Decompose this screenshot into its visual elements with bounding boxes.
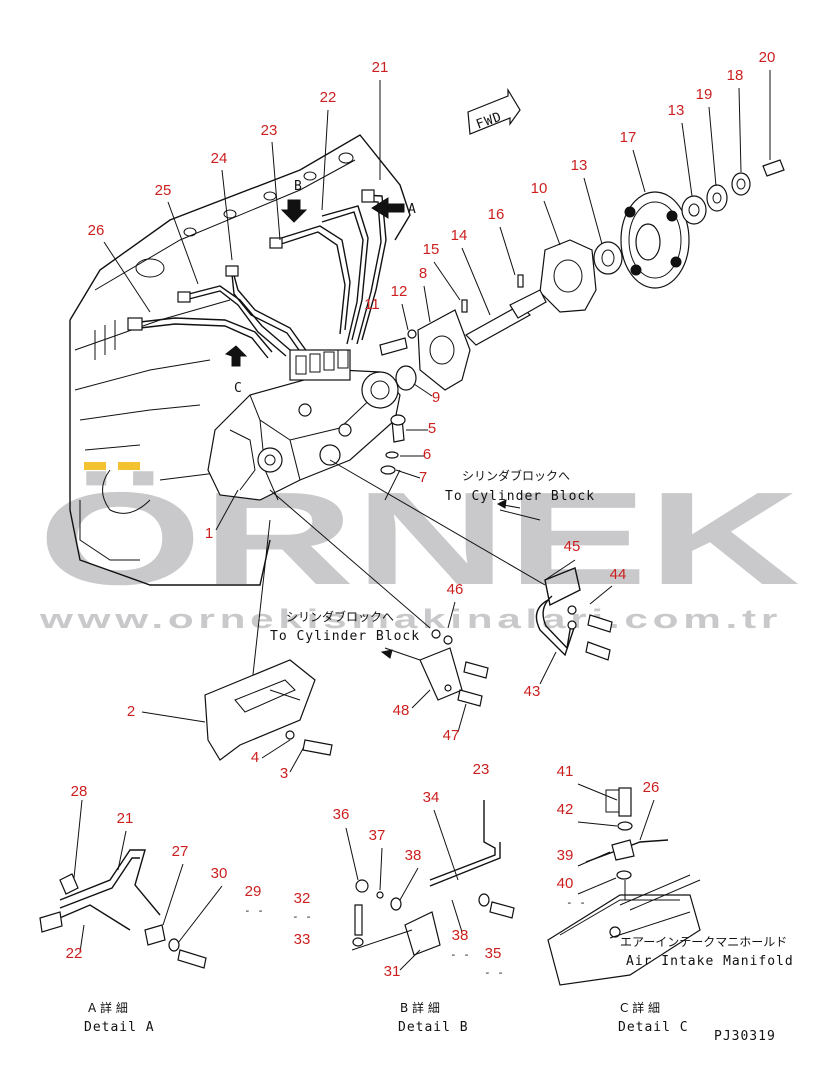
callout-40: 40 (557, 875, 574, 892)
note-cylinder-block-1: シリンダブロックへ To Cylinder Block (445, 468, 595, 509)
dash-mark: - - (484, 966, 504, 979)
callout-11: 11 (364, 296, 380, 313)
callout-8: 8 (419, 265, 427, 282)
callout-43: 43 (524, 683, 541, 700)
note-cyl-block-jp-1: シリンダブロックへ (462, 468, 570, 483)
note-air-intake-en: Air Intake Manifold (626, 954, 794, 969)
callout-48: 48 (393, 702, 410, 719)
callout-15: 15 (423, 241, 440, 258)
view-c-label: C (234, 381, 243, 396)
callout-1: 1 (205, 525, 213, 542)
dash-marks: - - - - - - - - - - (244, 896, 586, 979)
callout-19: 19 (696, 86, 713, 103)
callout-22: 22 (320, 89, 337, 106)
callout-14: 14 (451, 227, 468, 244)
view-b-label: B (294, 179, 303, 194)
view-a-label: A (408, 202, 417, 217)
drive-gear-group (379, 159, 785, 475)
callout-21: 21 (372, 59, 389, 76)
callout-23: 23 (473, 761, 490, 778)
detail-c-en: Detail C (618, 1020, 689, 1035)
callout-25: 25 (155, 182, 172, 199)
detail-captions: A 詳 細 Detail A B 詳 細 Detail B C 詳 細 Deta… (84, 1000, 689, 1035)
dash-mark: - - (292, 910, 312, 923)
callout-36: 36 (333, 806, 350, 823)
callout-45: 45 (564, 538, 581, 555)
detail-a-drawing (39, 799, 223, 969)
note-air-intake-jp: エアーインテークマニホールド (620, 935, 787, 949)
detail-b-drawing (345, 800, 515, 971)
note-cyl-block-jp-2: シリンダブロックへ (286, 609, 394, 624)
callout-4: 4 (251, 749, 259, 766)
note-cyl-block-en-2: To Cylinder Block (270, 629, 420, 644)
injection-pump (207, 349, 401, 501)
watermark-accent-right (118, 462, 140, 470)
bracket-2-group (204, 659, 333, 761)
callout-7: 7 (419, 469, 427, 486)
injector-lines (127, 189, 387, 361)
detail-c-drawing (547, 783, 701, 986)
callout-26: 26 (643, 779, 660, 796)
callout-13: 13 (668, 102, 685, 119)
callout-46: 46 (447, 581, 464, 598)
callout-31: 31 (384, 963, 401, 980)
callout-13: 13 (571, 157, 588, 174)
callout-5: 5 (428, 420, 436, 437)
note-air-intake: エアーインテークマニホールド Air Intake Manifold (620, 935, 794, 969)
callout-32: 32 (294, 890, 311, 907)
dash-mark: - - (450, 948, 470, 961)
callout-10: 10 (531, 180, 548, 197)
watermark-brand: ÖRNEK (38, 465, 800, 612)
callout-20: 20 (759, 49, 776, 66)
detail-a-en: Detail A (84, 1020, 155, 1035)
drawing-code: PJ30319 (714, 1029, 776, 1044)
callout-9: 9 (432, 389, 440, 406)
engine-block (69, 134, 411, 586)
callout-23: 23 (261, 122, 278, 139)
callout-42: 42 (557, 801, 574, 818)
fwd-arrow: FWD (467, 87, 521, 135)
note-cylinder-block-2: シリンダブロックへ To Cylinder Block (270, 609, 420, 659)
detail-c-jp: C 詳 細 (620, 1000, 660, 1015)
callout-17: 17 (620, 129, 637, 146)
callout-41: 41 (557, 763, 574, 780)
callout-39: 39 (557, 847, 574, 864)
callout-22: 22 (66, 945, 83, 962)
dash-mark: - - (244, 904, 264, 917)
callout-numbers: 2122232425262018191317131016141581211956… (66, 49, 776, 980)
callout-37: 37 (369, 827, 386, 844)
callout-21: 21 (117, 810, 134, 827)
callout-6: 6 (423, 446, 431, 463)
callout-33: 33 (294, 931, 311, 948)
watermark: ÖRNEK www.ornekismakinalari.com.tr (38, 462, 800, 634)
bracket-48-group (419, 629, 489, 707)
callout-47: 47 (443, 727, 460, 744)
callout-30: 30 (211, 865, 228, 882)
callout-38: 38 (452, 927, 469, 944)
tube-assembly-43-45 (535, 567, 613, 661)
callout-12: 12 (391, 283, 408, 300)
callout-44: 44 (610, 566, 627, 583)
callout-2: 2 (127, 703, 135, 720)
callout-38: 38 (405, 847, 422, 864)
detail-b-en: Detail B (398, 1020, 469, 1035)
callout-16: 16 (488, 206, 505, 223)
callout-27: 27 (172, 843, 189, 860)
callout-24: 24 (211, 150, 228, 167)
callout-26: 26 (88, 222, 105, 239)
dash-mark: - - (566, 896, 586, 909)
view-markers: A B C (224, 179, 417, 396)
note-cyl-block-en-1: To Cylinder Block (445, 489, 595, 504)
callout-29: 29 (245, 883, 262, 900)
watermark-accent-left (84, 462, 106, 470)
callout-3: 3 (280, 765, 288, 782)
callout-34: 34 (423, 789, 440, 806)
callout-18: 18 (727, 67, 744, 84)
callout-35: 35 (485, 945, 502, 962)
detail-a-jp: A 詳 細 (88, 1000, 128, 1015)
detail-b-jp: B 詳 細 (400, 1000, 440, 1015)
callout-28: 28 (71, 783, 88, 800)
